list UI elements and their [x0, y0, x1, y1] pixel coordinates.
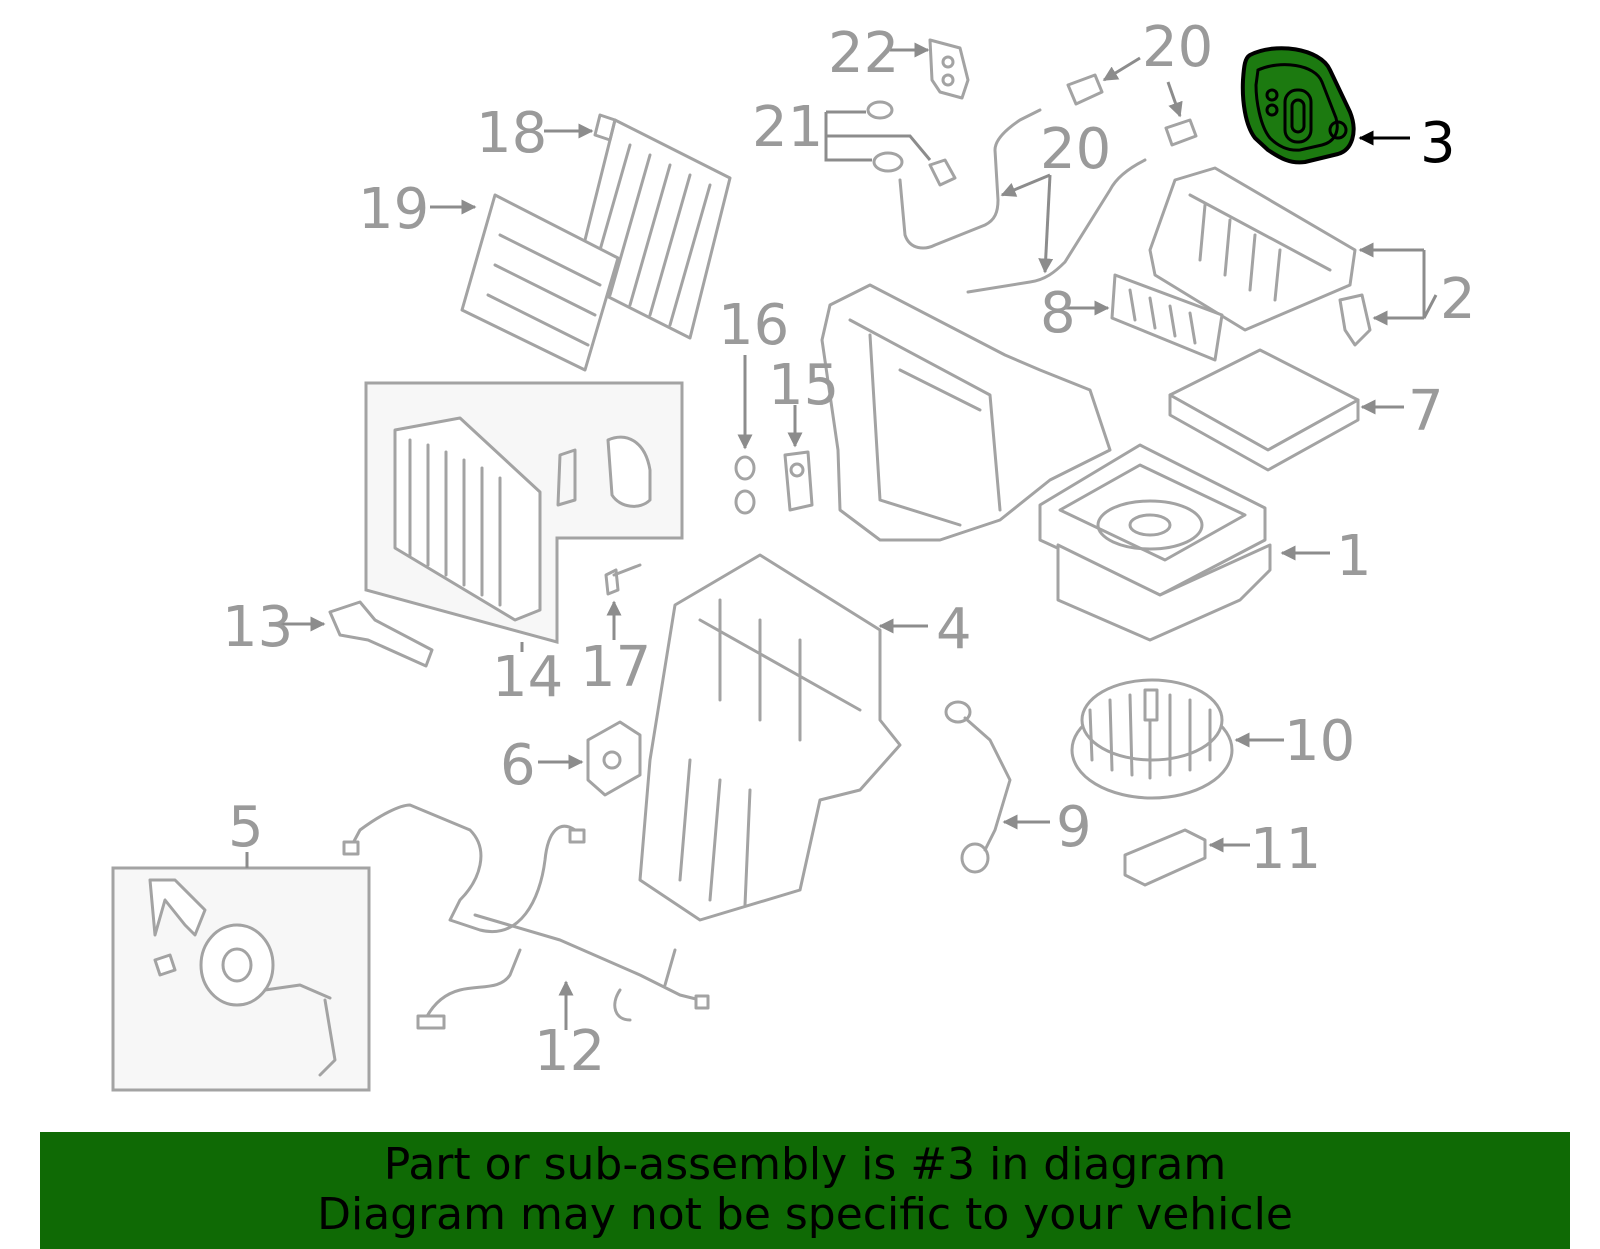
callout-18: 18 — [476, 101, 547, 166]
callout-labels: 1 2 3 4 5 6 7 8 9 10 11 12 13 14 15 16 1… — [222, 15, 1476, 1084]
part-7-cabin-filter — [1168, 348, 1404, 472]
callout-15: 15 — [768, 353, 839, 418]
part-9-drain-hose — [944, 700, 1050, 874]
callout-9: 9 — [1056, 795, 1092, 860]
callout-12: 12 — [534, 1019, 605, 1084]
part-5-actuator-kit — [111, 852, 371, 1092]
callout-16: 16 — [718, 293, 789, 358]
callout-14: 14 — [492, 645, 563, 710]
callout-19: 19 — [358, 177, 429, 242]
banner-line-2: Diagram may not be specific to your vehi… — [317, 1189, 1293, 1240]
callout-13: 13 — [222, 595, 293, 660]
callout-3: 3 — [1420, 111, 1456, 176]
callout-22: 22 — [828, 21, 899, 86]
callout-17: 17 — [580, 635, 651, 700]
callout-4: 4 — [936, 597, 972, 662]
part-main-hvac-housing — [820, 283, 1330, 642]
part-14-evaporator-kit — [364, 381, 684, 652]
banner-line-1: Part or sub-assembly is #3 in diagram — [383, 1139, 1227, 1190]
callout-6: 6 — [500, 733, 536, 798]
part-6-actuator — [538, 720, 642, 797]
part-19-evaporator-core — [430, 193, 620, 372]
part-4-lower-case — [638, 553, 928, 922]
part-10-blower-motor — [1070, 678, 1284, 800]
callout-20-lower: 20 — [1040, 117, 1111, 182]
part-16-orings — [734, 355, 756, 515]
info-banner: Part or sub-assembly is #3 in diagram Di… — [40, 1132, 1570, 1249]
part-11-resistor — [1123, 828, 1250, 887]
part-3-gasket-highlighted[interactable] — [1240, 46, 1410, 165]
part-18-heater-core — [544, 113, 732, 340]
part-12-wiring-harness — [342, 803, 710, 1030]
part-2-upper-case — [1148, 166, 1438, 347]
callout-1: 1 — [1336, 524, 1372, 589]
callout-21: 21 — [752, 95, 823, 160]
callout-8: 8 — [1040, 281, 1076, 346]
part-21-orings — [824, 100, 957, 187]
part-20-refrigerant-lines — [898, 108, 1147, 294]
part-20-fittings — [1066, 56, 1198, 147]
part-8-screen — [1064, 273, 1224, 362]
part-22-bracket — [890, 38, 970, 100]
callout-2: 2 — [1440, 267, 1476, 332]
callout-11: 11 — [1250, 817, 1321, 882]
part-13-sensor — [276, 600, 434, 668]
callout-20-top: 20 — [1142, 15, 1213, 80]
part-15-expansion-valve — [783, 405, 814, 512]
callout-5: 5 — [228, 795, 264, 860]
part-17-screw — [604, 563, 642, 640]
callout-7: 7 — [1408, 379, 1444, 444]
callout-10: 10 — [1284, 709, 1355, 774]
